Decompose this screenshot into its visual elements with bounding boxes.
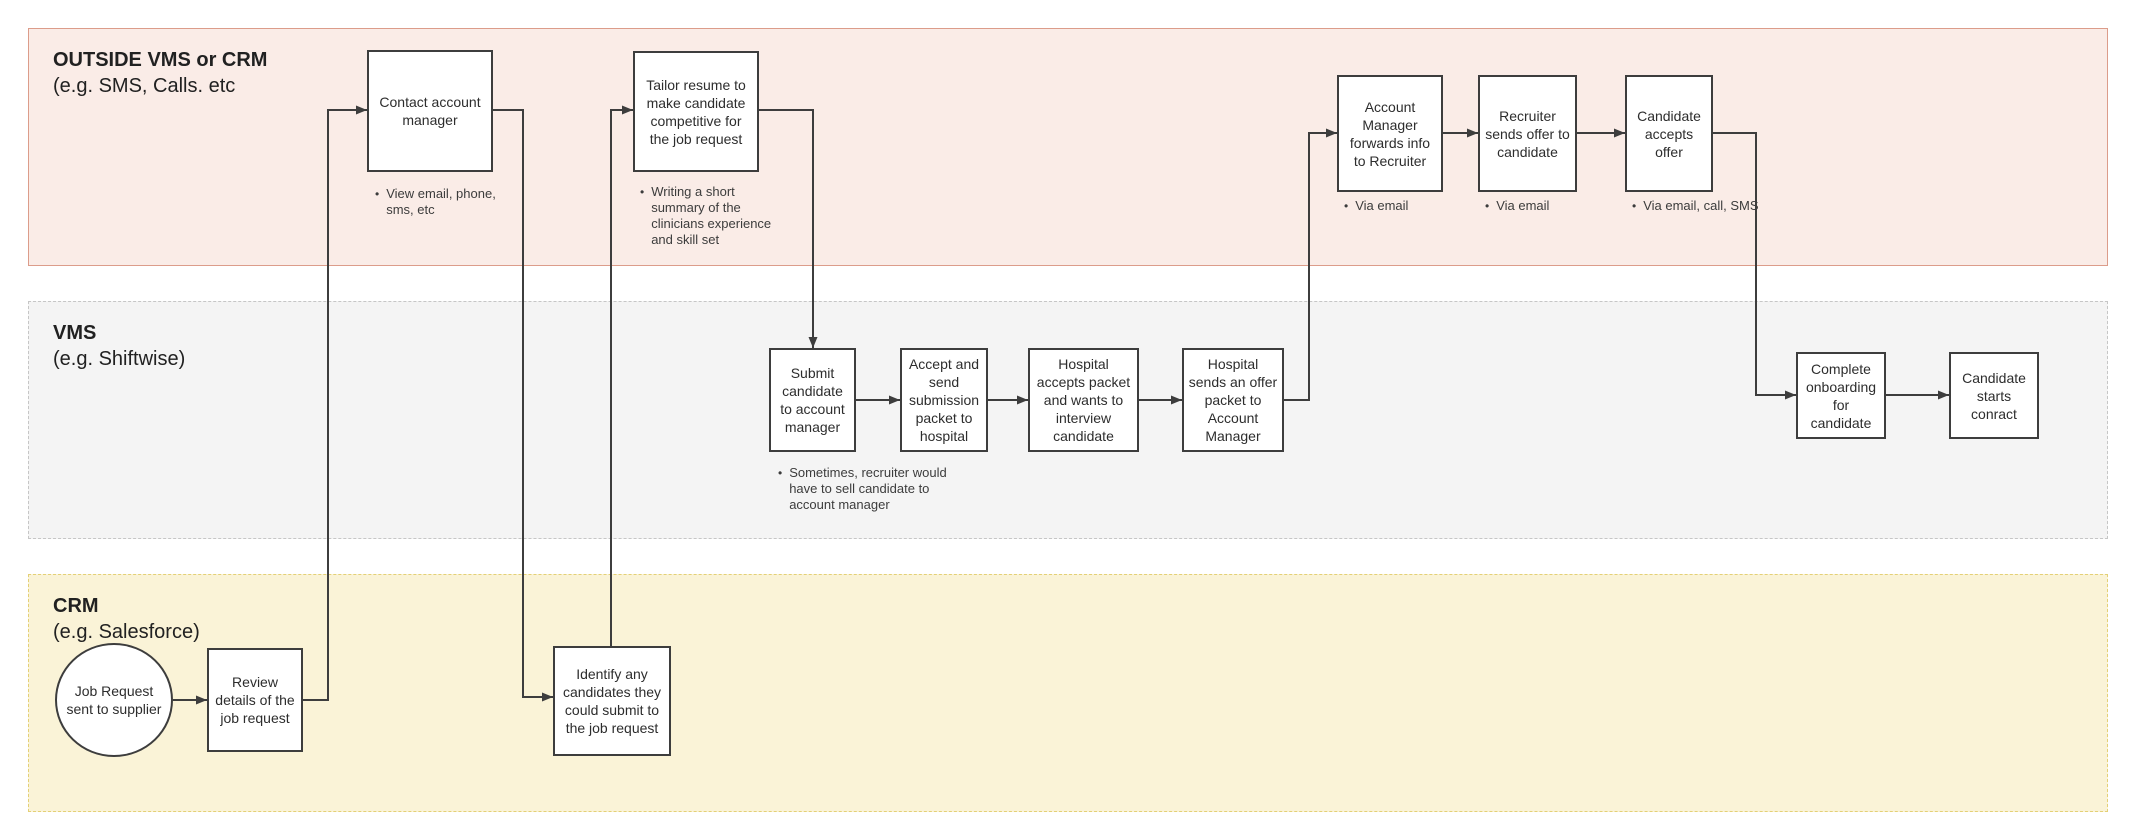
- flow-node-candidate-accepts-offer[interactable]: Candidate accepts offer: [1625, 75, 1713, 192]
- swimlane-subtitle: (e.g. Salesforce): [53, 621, 200, 643]
- swimlane-subtitle: (e.g. Shiftwise): [53, 348, 186, 370]
- node-label: Job Request sent to supplier: [66, 683, 162, 717]
- bullet-icon: •: [375, 187, 380, 201]
- swimlane-crm[interactable]: CRM (e.g. Salesforce): [28, 574, 2108, 812]
- node-label: Hospital sends an offer packet to Accoun…: [1188, 356, 1278, 444]
- swimlane-subtitle: (e.g. SMS, Calls. etc: [53, 75, 236, 97]
- node-label: Identify any candidates they could submi…: [562, 666, 662, 736]
- note-submit-candidate: • Sometimes, recruiter would have to sel…: [778, 465, 970, 513]
- flow-node-recruiter-sends-offer[interactable]: Recruiter sends offer to candidate: [1478, 75, 1577, 192]
- swimlane-outside-vms-or-crm[interactable]: OUTSIDE VMS or CRM (e.g. SMS, Calls. etc: [28, 28, 2108, 266]
- node-label: Candidate accepts offer: [1637, 107, 1701, 160]
- node-label: Recruiter sends offer to candidate: [1485, 107, 1570, 160]
- node-label: Accept and send submission packet to hos…: [908, 356, 980, 444]
- flow-node-submit-candidate-to-account-manager[interactable]: Submit candidate to account manager: [769, 348, 856, 452]
- note-account-manager-forwards: • Via email: [1344, 198, 1464, 214]
- flow-node-review-details-of-job-request[interactable]: Review details of the job request: [207, 648, 303, 752]
- bullet-icon: •: [640, 185, 645, 199]
- flow-node-candidate-starts-contract[interactable]: Candidate starts conract: [1949, 352, 2039, 439]
- swimlane-title: CRM: [53, 595, 99, 617]
- swimlane-title: OUTSIDE VMS or CRM: [53, 49, 268, 71]
- node-label: Submit candidate to account manager: [780, 365, 845, 435]
- swimlane-label: VMS (e.g. Shiftwise): [53, 320, 185, 372]
- node-label: Complete onboarding for candidate: [1805, 360, 1877, 431]
- flow-node-job-request-sent-to-supplier[interactable]: Job Request sent to supplier: [55, 643, 173, 757]
- note-text: Via email: [1496, 198, 1550, 213]
- note-contact-account-manager: • View email, phone, sms, etc: [375, 186, 497, 218]
- swimlane-label: CRM (e.g. Salesforce): [53, 593, 200, 645]
- node-label: Review details of the job request: [215, 674, 295, 726]
- note-text: View email, phone, sms, etc: [386, 186, 496, 217]
- flow-node-hospital-accepts-packet[interactable]: Hospital accepts packet and wants to int…: [1028, 348, 1139, 452]
- flow-node-contact-account-manager[interactable]: Contact account manager: [367, 50, 493, 172]
- node-label: Tailor resume to make candidate competit…: [646, 76, 746, 147]
- bullet-icon: •: [1632, 199, 1637, 213]
- flow-node-accept-and-send-submission-packet[interactable]: Accept and send submission packet to hos…: [900, 348, 988, 452]
- flow-node-tailor-resume[interactable]: Tailor resume to make candidate competit…: [633, 51, 759, 172]
- note-candidate-accepts: • Via email, call, SMS: [1632, 198, 1802, 214]
- node-label: Candidate starts conract: [1962, 369, 2026, 422]
- note-recruiter-sends-offer: • Via email: [1485, 198, 1605, 214]
- bullet-icon: •: [1485, 199, 1490, 213]
- bullet-icon: •: [778, 466, 783, 480]
- note-tailor-resume: • Writing a short summary of the clinici…: [640, 184, 782, 248]
- swimlane-label: OUTSIDE VMS or CRM (e.g. SMS, Calls. etc: [53, 47, 267, 99]
- flow-node-complete-onboarding[interactable]: Complete onboarding for candidate: [1796, 352, 1886, 439]
- bullet-icon: •: [1344, 199, 1349, 213]
- flow-node-hospital-sends-offer-packet[interactable]: Hospital sends an offer packet to Accoun…: [1182, 348, 1284, 452]
- swimlane-title: VMS: [53, 322, 97, 344]
- node-label: Account Manager forwards info to Recruit…: [1349, 98, 1431, 169]
- flow-node-identify-candidates-to-submit[interactable]: Identify any candidates they could submi…: [553, 646, 671, 756]
- flow-node-account-manager-forwards-info[interactable]: Account Manager forwards info to Recruit…: [1337, 75, 1443, 192]
- note-text: Via email: [1355, 198, 1409, 213]
- note-text: Writing a short summary of the clinician…: [651, 184, 772, 247]
- node-label: Contact account manager: [379, 94, 481, 128]
- node-label: Hospital accepts packet and wants to int…: [1036, 356, 1131, 444]
- note-text: Sometimes, recruiter would have to sell …: [789, 465, 947, 512]
- note-text: Via email, call, SMS: [1643, 198, 1759, 213]
